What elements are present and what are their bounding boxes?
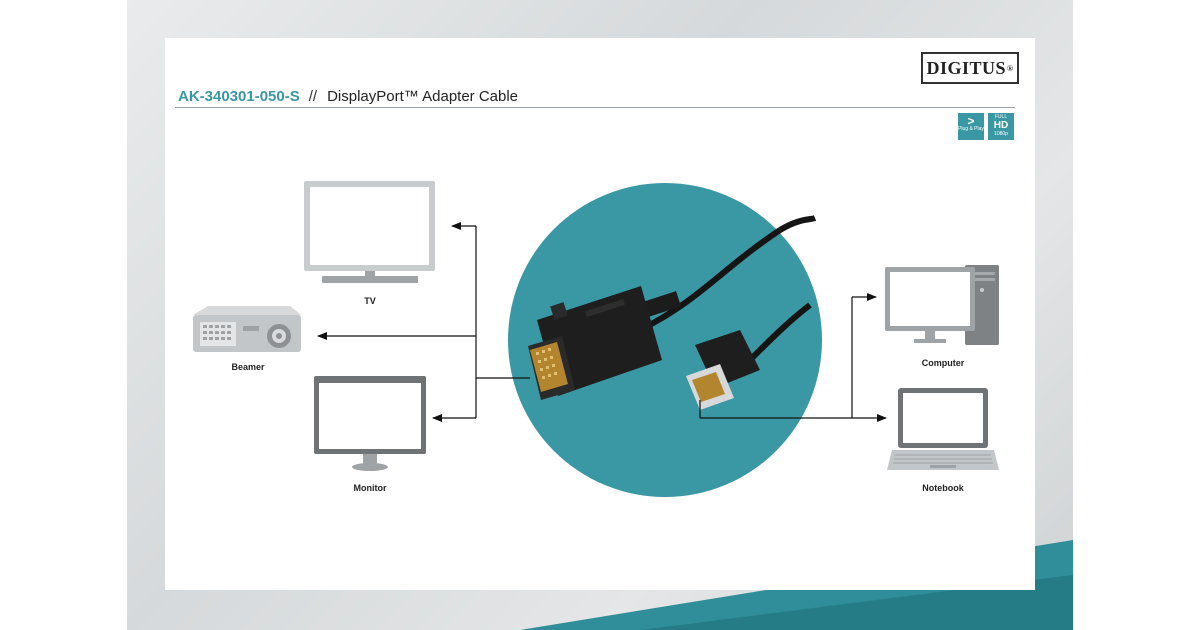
plug-and-play-icon: > Plug & Play bbox=[958, 113, 984, 140]
notebook-icon bbox=[887, 388, 999, 470]
monitor-icon bbox=[314, 376, 426, 471]
notebook-label: Notebook bbox=[922, 483, 964, 493]
product-code: AK-340301-050-S bbox=[178, 88, 300, 105]
beamer-label: Beamer bbox=[231, 362, 265, 372]
computer-label: Computer bbox=[921, 358, 965, 368]
digitus-logo: DIGITUS® bbox=[921, 52, 1019, 84]
computer-icon bbox=[885, 265, 999, 345]
cable-illustration-icon bbox=[528, 215, 817, 410]
product-name: DisplayPort™ Adapter Cable bbox=[327, 88, 519, 105]
title-separator: // bbox=[308, 88, 318, 105]
tv-label: TV bbox=[364, 296, 376, 306]
tv-icon bbox=[304, 181, 435, 283]
beamer-icon bbox=[193, 306, 301, 352]
page-title: AK-340301-050-S // DisplayPort™ Adapter Ca… bbox=[178, 88, 518, 105]
monitor-label: Monitor bbox=[353, 483, 387, 493]
title-divider bbox=[175, 107, 1015, 108]
full-hd-icon: FULL HD 1080p bbox=[988, 113, 1014, 140]
